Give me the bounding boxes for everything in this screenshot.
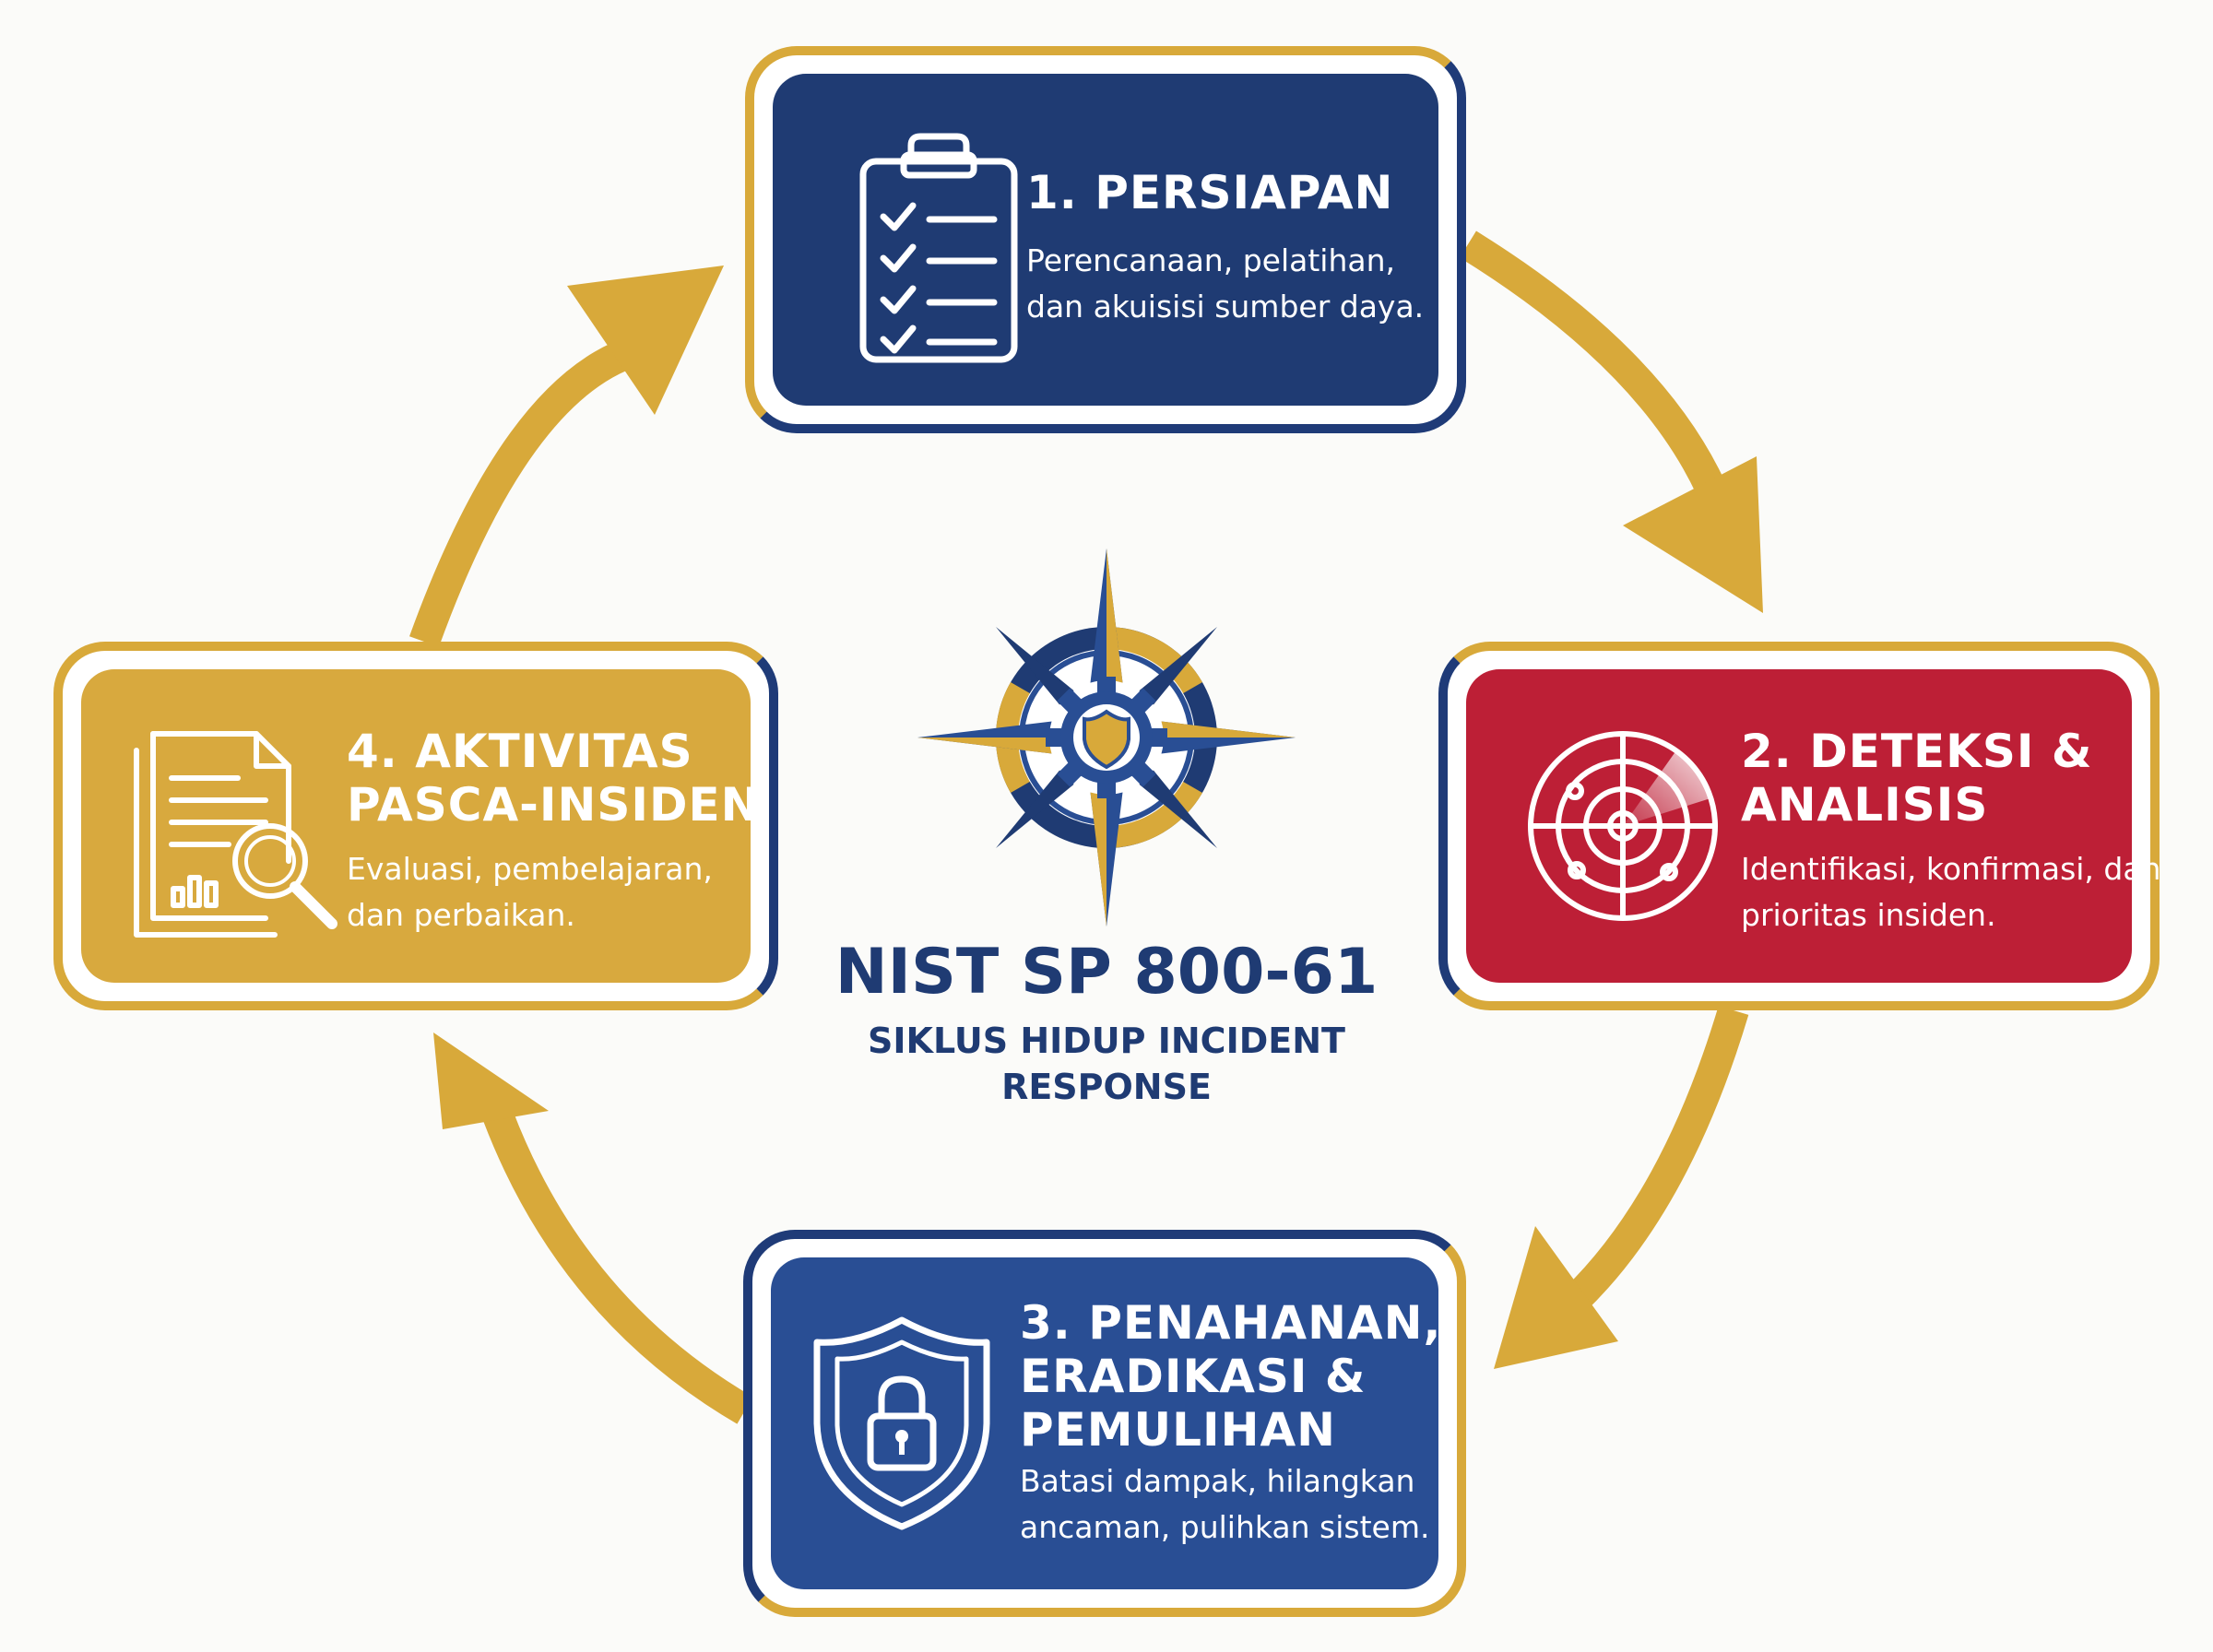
phase-4-description: Evaluasi, pembelajaran, dan perbaikan. [347, 851, 713, 933]
phase-3-description: Batasi dampak, hilangkan ancaman, pulihk… [1020, 1463, 1430, 1545]
compass-gear-shield-icon [917, 549, 1296, 926]
phase-2-description: Identifikasi, konfirmasi, dan prioritas … [1741, 851, 2161, 933]
arrow-1-to-2 [1460, 230, 1737, 522]
phase-2-panel: 2. DETEKSI & ANALISIS Identifikasi, konf… [1466, 669, 2161, 983]
arrowhead-3-to-4 [433, 1032, 549, 1129]
arrow-2-to-3 [1539, 1006, 1749, 1336]
radar-icon [1528, 731, 1718, 921]
phase-2-card: 2. DETEKSI & ANALISIS Identifikasi, konf… [1438, 642, 2161, 1010]
phase-3-card: 3. PENAHANAN, ERADIKASI & PEMULIHAN Bata… [743, 1230, 1466, 1617]
phase-4-title: 4. AKTIVITAS PASCA-INSIDEN [347, 725, 761, 832]
diagram-subtitle: SIKLUS HIDUP INCIDENT RESPONSE [868, 1021, 1345, 1107]
phase-1-card: 1. PERSIAPAN Perencanaan, pelatihan, dan… [745, 46, 1466, 433]
document-magnifier-icon [134, 731, 337, 938]
phase-1-title: 1. PERSIAPAN [1026, 166, 1394, 219]
phase-3-panel: 3. PENAHANAN, ERADIKASI & PEMULIHAN Bata… [771, 1257, 1440, 1589]
arrow-4-to-1 [409, 335, 642, 647]
arrowhead-2-to-3 [1494, 1226, 1618, 1369]
phase-1-description: Perencanaan, pelatihan, dan akuisisi sum… [1026, 242, 1425, 324]
phase-4-panel: 4. AKTIVITAS PASCA-INSIDEN Evaluasi, pem… [81, 669, 759, 983]
phase-3-title: 3. PENAHANAN, ERADIKASI & PEMULIHAN [1020, 1296, 1442, 1457]
shield-lock-icon [813, 1316, 990, 1530]
phase-2-title: 2. DETEKSI & ANALISIS [1741, 725, 2093, 832]
arrowhead-1-to-2 [1623, 456, 1763, 613]
clipboard-checklist-icon [859, 133, 1018, 363]
arrow-3-to-4 [483, 1109, 753, 1424]
arrowhead-4-to-1 [567, 266, 724, 415]
phase-1-panel: 1. PERSIAPAN Perencanaan, pelatihan, dan… [773, 74, 1438, 406]
phase-4-card: 4. AKTIVITAS PASCA-INSIDEN Evaluasi, pem… [53, 642, 778, 1010]
diagram-title: NIST SP 800-61 [834, 936, 1379, 1009]
